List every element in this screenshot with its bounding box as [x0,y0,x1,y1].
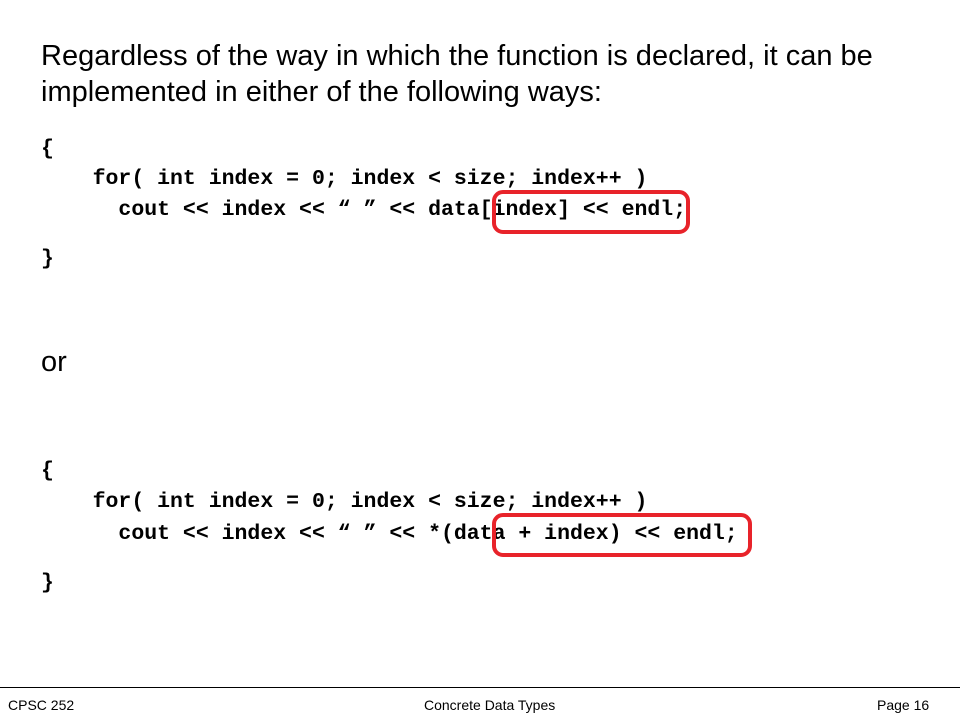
code-block-2-cout-line: cout << index << “ ” << *(data + index) … [41,522,738,546]
footer-divider [0,687,960,688]
code-block-1-cout-line: cout << index << “ ” << data[index] << e… [41,198,687,222]
footer-page-number: Page 16 [877,697,930,713]
footer-course: CPSC 252 [8,697,75,713]
code-block-2-open-brace: { [41,459,54,483]
highlight-box-array-index [492,190,690,234]
code-block-1-for-line: for( int index = 0; index < size; index+… [41,167,648,191]
code-block-2-for-line: for( int index = 0; index < size; index+… [41,490,648,514]
highlight-box-pointer-arithmetic [492,513,752,557]
code-block-2-close-brace: } [41,571,54,595]
slide-heading: Regardless of the way in which the funct… [41,40,873,108]
separator-or: or [41,346,67,378]
code-block-1-open-brace: { [41,137,54,161]
footer-topic: Concrete Data Types [424,697,556,713]
code-block-1-close-brace: } [41,247,54,271]
